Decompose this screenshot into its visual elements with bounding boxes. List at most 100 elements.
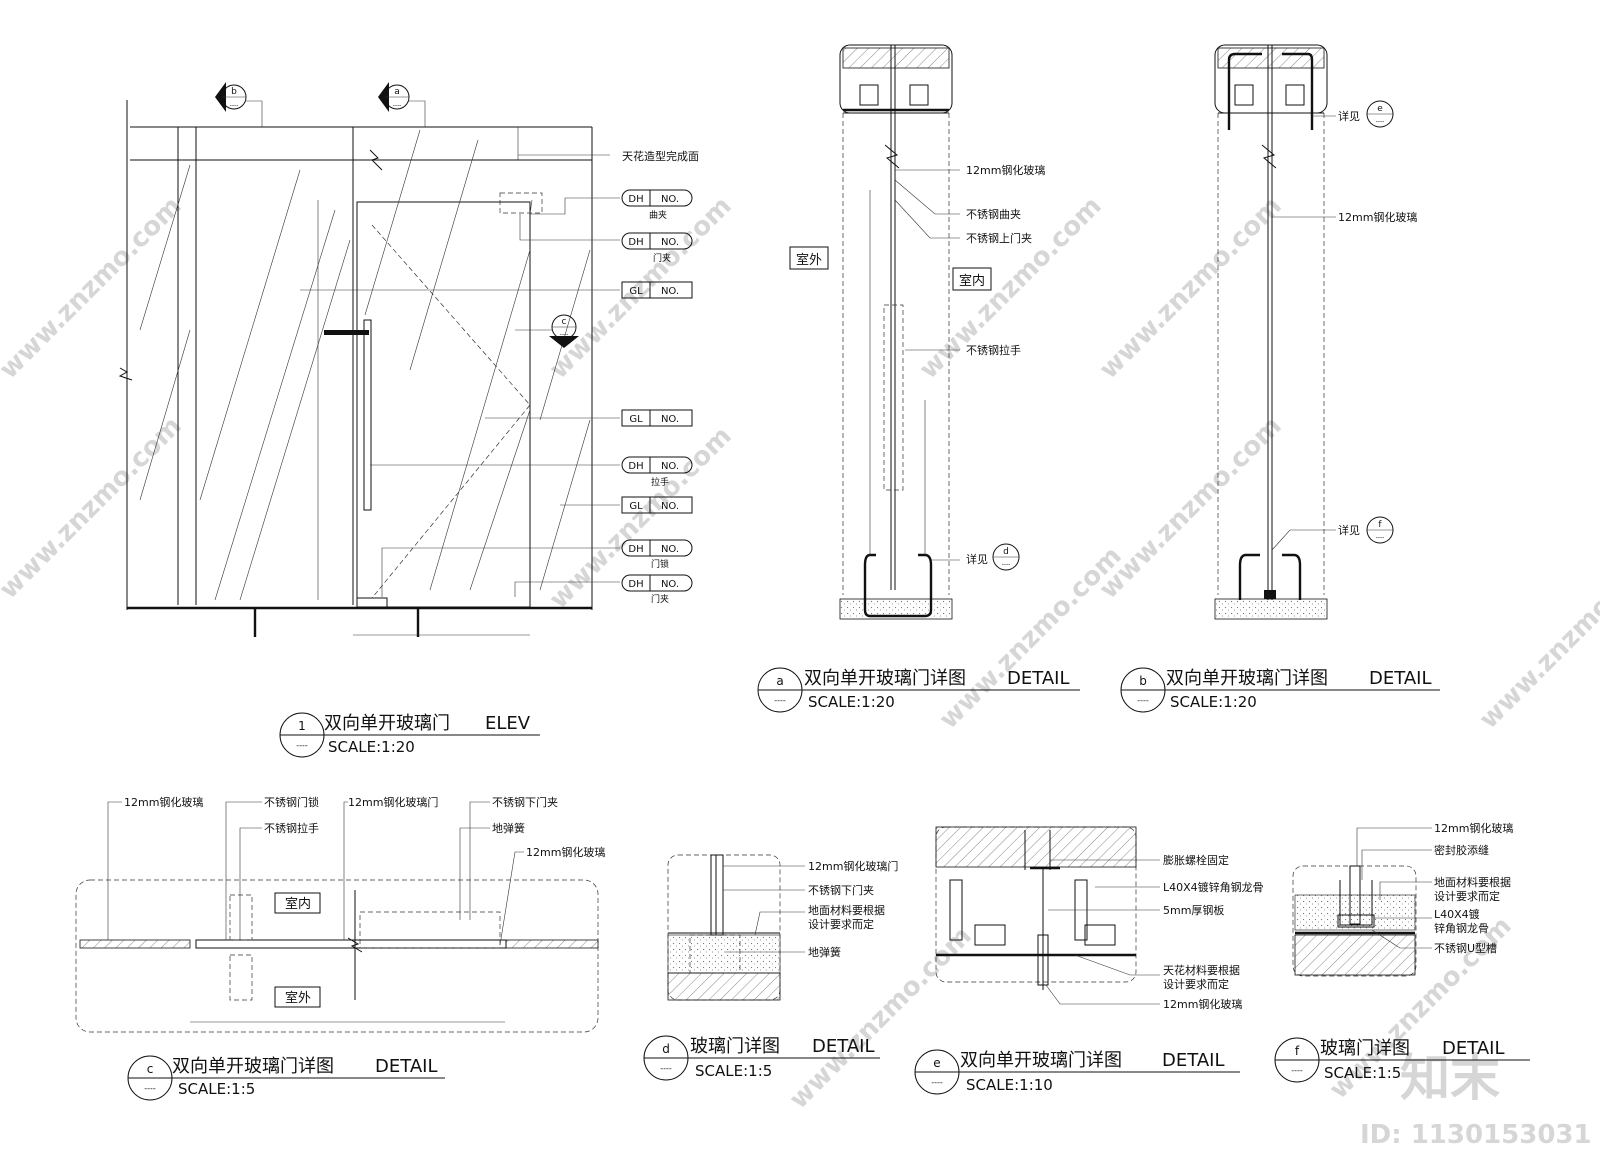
watermarks: www.znzmo.com www.znzmo.com www.znzmo.co… bbox=[0, 191, 1600, 1150]
brand-watermark: 知末 bbox=[1400, 1049, 1500, 1107]
svg-text:DH: DH bbox=[628, 194, 643, 205]
marker-a: a ---- bbox=[378, 82, 426, 127]
svg-text:DETAIL: DETAIL bbox=[1162, 1050, 1224, 1071]
svg-text:锌角钢龙骨: 锌角钢龙骨 bbox=[1434, 921, 1489, 935]
svg-text:玻璃门详图: 玻璃门详图 bbox=[690, 1036, 780, 1057]
svg-text:e: e bbox=[933, 1056, 940, 1070]
svg-text:SCALE:1:10: SCALE:1:10 bbox=[966, 1076, 1053, 1094]
svg-text:1: 1 bbox=[298, 719, 306, 733]
svg-text:12mm钢化玻璃: 12mm钢化玻璃 bbox=[966, 163, 1045, 177]
svg-text:DH: DH bbox=[628, 544, 643, 555]
svg-text:不锈钢下门夹: 不锈钢下门夹 bbox=[808, 883, 874, 897]
svg-text:设计要求而定: 设计要求而定 bbox=[1434, 889, 1500, 903]
title-f: f ---- 玻璃门详图 DETAIL SCALE:1:5 bbox=[1274, 1037, 1530, 1083]
svg-text:地弹簧: 地弹簧 bbox=[808, 945, 841, 959]
svg-text:SCALE:1:20: SCALE:1:20 bbox=[1170, 693, 1257, 711]
elevation-1: b ---- a ---- c ---- 天花造型完成面 DH NO. 曲夹 DH… bbox=[118, 82, 699, 758]
svg-text:SCALE:1:20: SCALE:1:20 bbox=[808, 693, 895, 711]
svg-text:----: ---- bbox=[296, 741, 308, 750]
svg-text:设计要求而定: 设计要求而定 bbox=[808, 917, 874, 931]
watermark-2: www.znzmo.com bbox=[0, 411, 188, 605]
svg-text:双向单开玻璃门详图: 双向单开玻璃门详图 bbox=[172, 1056, 334, 1077]
svg-text:----: ---- bbox=[660, 1064, 672, 1073]
svg-text:不锈钢U型槽: 不锈钢U型槽 bbox=[1434, 941, 1497, 955]
svg-text:密封胶添缝: 密封胶添缝 bbox=[1434, 843, 1489, 857]
svg-text:详见: 详见 bbox=[1338, 523, 1360, 537]
svg-text:玻璃门详图: 玻璃门详图 bbox=[1320, 1038, 1410, 1059]
svg-text:NO.: NO. bbox=[661, 286, 679, 297]
svg-text:双向单开玻璃门详图: 双向单开玻璃门详图 bbox=[1166, 668, 1328, 689]
svg-text:不锈钢下门夹: 不锈钢下门夹 bbox=[492, 795, 558, 809]
marker-c: c ---- bbox=[515, 314, 579, 348]
svg-text:SCALE:1:5: SCALE:1:5 bbox=[178, 1080, 255, 1098]
svg-text:GL: GL bbox=[629, 286, 643, 297]
svg-text:DETAIL: DETAIL bbox=[1442, 1038, 1504, 1059]
watermark-1: www.znzmo.com bbox=[0, 191, 188, 385]
svg-text:----: ---- bbox=[1376, 534, 1385, 541]
svg-text:不锈钢曲夹: 不锈钢曲夹 bbox=[966, 208, 1021, 221]
svg-text:GL: GL bbox=[629, 501, 643, 512]
svg-text:----: ---- bbox=[931, 1078, 943, 1087]
marker-b: b ---- bbox=[215, 82, 263, 127]
svg-text:NO.: NO. bbox=[661, 237, 679, 248]
svg-text:详见: 详见 bbox=[1338, 109, 1360, 123]
detail-f: 12mm钢化玻璃 密封胶添缝 地面材料要根据 设计要求而定 L40X4镀 锌角钢… bbox=[1274, 821, 1530, 1083]
svg-text:地弹簧: 地弹簧 bbox=[492, 821, 525, 835]
svg-text:双向单开玻璃门详图: 双向单开玻璃门详图 bbox=[804, 668, 966, 689]
svg-text:12mm钢化玻璃: 12mm钢化玻璃 bbox=[1434, 821, 1513, 835]
svg-text:门夹: 门夹 bbox=[651, 593, 669, 605]
svg-text:膨胀螺栓固定: 膨胀螺栓固定 bbox=[1163, 853, 1229, 867]
detail-e: 膨胀螺栓固定 L40X4镀锌角钢龙骨 5mm厚钢板 天花材料要根据 设计要求而定… bbox=[914, 826, 1264, 1095]
svg-text:曲夹: 曲夹 bbox=[649, 209, 667, 221]
section-b: 详见 e ---- 12mm钢化玻璃 详见 f ---- b ---- 双向单开… bbox=[1120, 44, 1440, 713]
svg-text:DH: DH bbox=[628, 237, 643, 248]
svg-text:----: ---- bbox=[1376, 118, 1385, 125]
svg-text:NO.: NO. bbox=[661, 414, 679, 425]
title-b: b ---- 双向单开玻璃门详图 DETAIL SCALE:1:20 bbox=[1120, 667, 1440, 713]
svg-text:天花材料要根据: 天花材料要根据 bbox=[1163, 963, 1240, 977]
title-1: 1 ---- 双向单开玻璃门 ELEV SCALE:1:20 bbox=[279, 712, 540, 758]
svg-text:ELEV: ELEV bbox=[485, 713, 531, 734]
watermark-6: www.znzmo.com bbox=[934, 541, 1128, 735]
svg-text:双向单开玻璃门详图: 双向单开玻璃门详图 bbox=[960, 1050, 1122, 1071]
svg-text:12mm钢化玻璃: 12mm钢化玻璃 bbox=[1163, 997, 1242, 1011]
marker-a-letter: a bbox=[394, 87, 400, 97]
svg-text:DETAIL: DETAIL bbox=[375, 1056, 437, 1077]
svg-text:5mm厚钢板: 5mm厚钢板 bbox=[1163, 903, 1224, 917]
watermark-7: www.znzmo.com bbox=[1094, 191, 1288, 385]
svg-text:NO.: NO. bbox=[661, 544, 679, 555]
marker-b-letter: b bbox=[231, 87, 237, 97]
svg-text:不锈钢上门夹: 不锈钢上门夹 bbox=[966, 231, 1032, 245]
svg-text:12mm钢化玻璃: 12mm钢化玻璃 bbox=[526, 845, 605, 859]
svg-text:L40X4镀: L40X4镀 bbox=[1434, 907, 1480, 921]
svg-text:地面材料要根据: 地面材料要根据 bbox=[1434, 875, 1511, 889]
svg-text:设计要求而定: 设计要求而定 bbox=[1163, 977, 1229, 991]
svg-text:e: e bbox=[1377, 104, 1383, 114]
svg-text:地面材料要根据: 地面材料要根据 bbox=[808, 903, 885, 917]
svg-text:室内: 室内 bbox=[285, 896, 311, 912]
svg-text:NO.: NO. bbox=[661, 461, 679, 472]
section-a: 室外 室内 12mm钢化玻璃 不锈钢曲夹 不锈钢上门夹 不锈钢拉手 详见 d -… bbox=[757, 44, 1080, 713]
svg-text:a: a bbox=[776, 674, 783, 688]
svg-text:----: ---- bbox=[1291, 1066, 1303, 1075]
svg-text:室外: 室外 bbox=[285, 990, 311, 1006]
watermark-8: www.znzmo.com bbox=[1094, 411, 1288, 605]
svg-text:拉手: 拉手 bbox=[651, 476, 669, 488]
svg-text:d: d bbox=[662, 1042, 670, 1056]
title-e: e ---- 双向单开玻璃门详图 DETAIL SCALE:1:10 bbox=[914, 1049, 1240, 1095]
svg-text:NO.: NO. bbox=[661, 501, 679, 512]
svg-text:SCALE:1:20: SCALE:1:20 bbox=[328, 738, 415, 756]
svg-text:b: b bbox=[1139, 674, 1147, 688]
svg-text:----: ---- bbox=[144, 1084, 156, 1093]
id-watermark: ID: 1130153031 bbox=[1360, 1120, 1592, 1150]
svg-text:DETAIL: DETAIL bbox=[1007, 668, 1069, 689]
marker-c-letter: c bbox=[562, 317, 567, 327]
title-d: d ---- 玻璃门详图 DETAIL SCALE:1:5 bbox=[643, 1035, 880, 1081]
label-outside-a: 室外 bbox=[796, 252, 822, 268]
watermark-9: www.znzmo.com bbox=[1474, 541, 1600, 735]
label-ceiling-finish: 天花造型完成面 bbox=[622, 149, 699, 163]
